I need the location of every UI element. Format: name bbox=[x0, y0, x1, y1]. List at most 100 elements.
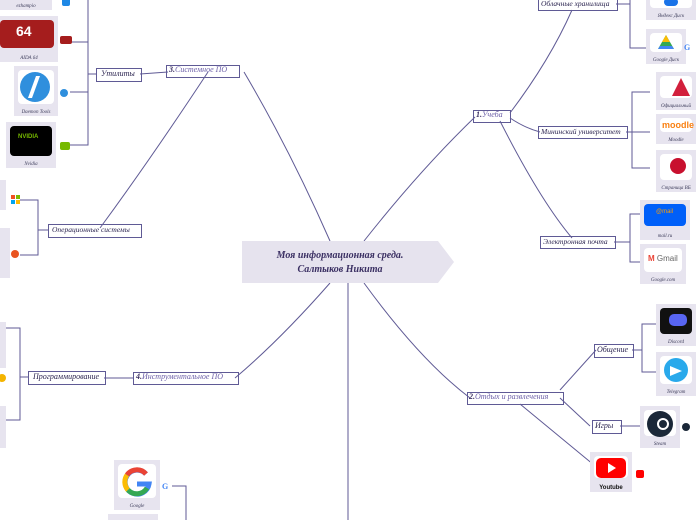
card-mail-ru[interactable]: @mail mail.ru bbox=[640, 200, 690, 240]
card-steam[interactable]: Steam bbox=[640, 406, 680, 448]
aida64-mini-icon bbox=[60, 36, 72, 44]
branch-system-label: Системное ПО bbox=[175, 65, 228, 74]
aida64-logo-text: 64 bbox=[16, 23, 32, 39]
branch-leisure-number: 2. bbox=[469, 392, 475, 401]
card-aida64[interactable]: 64 AIDA 64 bbox=[0, 16, 58, 62]
sub-programming-frame bbox=[28, 371, 106, 385]
moodle-icon: moodle bbox=[660, 118, 695, 132]
sub-programming[interactable]: Программирование bbox=[33, 372, 100, 381]
card-nvidia[interactable]: NVIDIA Nvidia bbox=[6, 122, 56, 168]
google-drive-caption: Google Диск bbox=[652, 58, 680, 63]
yandex-disk-caption: Яндекс Диск bbox=[657, 14, 685, 19]
google-drive-icon bbox=[650, 33, 682, 52]
sub-utilities[interactable]: Утилиты bbox=[101, 69, 135, 78]
card-google-drive[interactable]: Google Диск bbox=[646, 29, 686, 64]
ezhampio-mini-icon bbox=[62, 0, 70, 6]
sub-social[interactable]: Общение bbox=[597, 345, 629, 354]
branch-tools-software[interactable]: 4.Инструментальное ПО bbox=[136, 372, 223, 382]
sub-games[interactable]: Игры bbox=[595, 421, 614, 430]
daemon-tools-caption: Daemon Tools bbox=[21, 110, 51, 115]
central-topic[interactable]: Моя информационная среда. Салтыков Никит… bbox=[242, 241, 454, 283]
sub-games-frame bbox=[592, 420, 622, 434]
card-programming-1[interactable] bbox=[0, 322, 6, 368]
card-official-site[interactable]: Официальный bbox=[656, 72, 696, 110]
sub-university-frame bbox=[538, 126, 628, 139]
branch-leisure[interactable]: 2.Отдых и развлечения bbox=[469, 392, 548, 402]
windows-icon bbox=[11, 195, 21, 205]
mail-ru-logo-text: @mail bbox=[656, 209, 674, 215]
central-topic-line1: Моя информационная среда. bbox=[276, 250, 404, 261]
branch-tools-number: 4. bbox=[136, 372, 142, 381]
telegram-caption: Telegram bbox=[666, 390, 686, 395]
bs-page-caption: Страница ВБ bbox=[661, 186, 691, 191]
central-topic-shape bbox=[242, 241, 454, 283]
telegram-icon bbox=[660, 356, 692, 384]
steam-mini-icon bbox=[682, 423, 690, 431]
youtube-icon bbox=[594, 456, 628, 478]
sub-operating-systems[interactable]: Операционные системы bbox=[52, 225, 130, 234]
card-windows[interactable] bbox=[0, 180, 6, 210]
sub-email[interactable]: Электронная почта bbox=[543, 237, 608, 246]
card-google[interactable]: Google bbox=[114, 460, 160, 510]
youtube-caption: Youtube bbox=[599, 485, 623, 491]
card-bs-page[interactable]: Страница ВБ bbox=[656, 150, 696, 192]
moodle-logo-text: moodle bbox=[662, 120, 695, 130]
nvidia-mini-icon bbox=[60, 142, 70, 150]
branch-system-software[interactable]: 3.Системное ПО bbox=[169, 65, 227, 75]
gmail-caption: Google.com bbox=[650, 278, 676, 283]
sub-social-frame bbox=[594, 344, 634, 358]
google-icon bbox=[118, 464, 156, 498]
steam-icon bbox=[644, 410, 676, 437]
branch-study[interactable]: 1.Учеба bbox=[476, 110, 503, 120]
google-mini-icon: G bbox=[684, 43, 691, 52]
official-site-icon bbox=[660, 76, 692, 98]
programming-mini-icon bbox=[0, 374, 6, 382]
card-gmail[interactable]: M Gmail Google.com bbox=[640, 244, 686, 284]
nvidia-icon: NVIDIA bbox=[10, 126, 52, 156]
card-ubuntu[interactable] bbox=[0, 228, 10, 278]
branch-system-frame bbox=[166, 65, 240, 78]
card-youtube[interactable]: Youtube bbox=[590, 452, 632, 492]
sub-os-frame bbox=[48, 224, 142, 238]
nvidia-caption: Nvidia bbox=[24, 162, 38, 167]
card-moodle[interactable]: moodle Moodle bbox=[656, 114, 696, 144]
branch-system-number: 3. bbox=[169, 65, 175, 74]
gmail-icon: M Gmail bbox=[644, 248, 682, 272]
card-ezhampio[interactable]: ezhampio bbox=[0, 0, 52, 10]
daemon-tools-icon bbox=[18, 70, 54, 104]
card-discord[interactable]: Discord bbox=[656, 304, 696, 346]
google-small-icon: G bbox=[162, 482, 169, 491]
youtube-mini-icon bbox=[636, 470, 644, 478]
discord-caption: Discord bbox=[668, 340, 684, 345]
branch-study-number: 1. bbox=[476, 110, 482, 119]
card-telegram[interactable]: Telegram bbox=[656, 352, 696, 396]
branch-leisure-frame bbox=[467, 392, 564, 405]
bs-page-icon bbox=[660, 154, 692, 180]
branch-study-label: Учеба bbox=[482, 110, 503, 119]
card-daemon-tools[interactable]: Daemon Tools bbox=[14, 66, 58, 116]
sub-university[interactable]: Мининский университет bbox=[541, 127, 621, 136]
aida64-caption: AIDA 64 bbox=[20, 56, 38, 61]
branch-tools-frame bbox=[133, 372, 239, 385]
card-programming-2[interactable] bbox=[0, 406, 6, 448]
aida64-icon: 64 bbox=[0, 20, 54, 48]
yandex-disk-icon bbox=[650, 0, 692, 8]
google-caption: Google bbox=[129, 504, 145, 509]
steam-caption: Steam bbox=[653, 442, 667, 447]
discord-icon bbox=[660, 308, 692, 334]
nvidia-logo-text: NVIDIA bbox=[18, 134, 39, 140]
branch-study-frame bbox=[473, 110, 511, 123]
mail-ru-caption: mail.ru bbox=[657, 234, 673, 239]
card-yandex-disk[interactable]: Яндекс Диск bbox=[646, 0, 696, 20]
official-site-caption: Официальный bbox=[661, 104, 691, 109]
sub-cloud-frame bbox=[538, 0, 618, 11]
daemon-tools-mini-icon bbox=[60, 89, 68, 97]
moodle-caption: Moodle bbox=[668, 138, 684, 143]
ezhampio-caption: ezhampio bbox=[16, 4, 36, 9]
sub-email-frame bbox=[540, 236, 616, 249]
gmail-logo-text: Gmail bbox=[656, 254, 678, 263]
branch-tools-label: Инструментальное ПО bbox=[142, 372, 224, 381]
card-bottom-partial[interactable] bbox=[108, 514, 158, 520]
sub-cloud-storage[interactable]: Облачные хранилища bbox=[541, 0, 610, 8]
